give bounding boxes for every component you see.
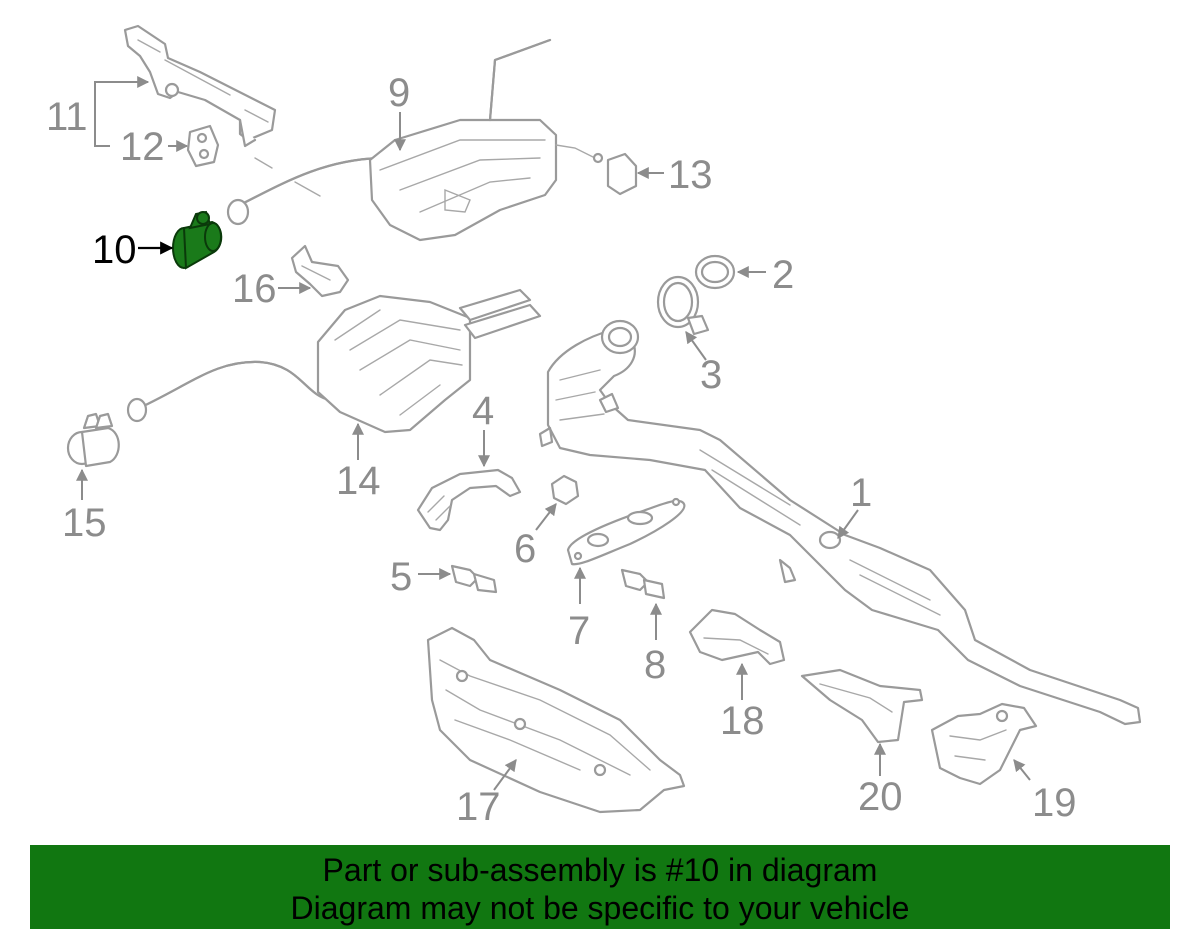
part-2-gasket[interactable]: [694, 254, 736, 290]
label-7: 7: [568, 609, 590, 653]
banner-line-2: Diagram may not be specific to your vehi…: [290, 890, 910, 926]
label-3: 3: [700, 353, 722, 397]
label-11: 11: [46, 95, 88, 139]
label-17: 17: [456, 785, 501, 829]
label-19: 19: [1032, 781, 1077, 825]
part-9-rear-muffler[interactable]: [226, 38, 604, 242]
part-1-front-pipe-converter[interactable]: [538, 319, 1142, 726]
part-7-hanger[interactable]: [566, 497, 686, 566]
part-3-clamp[interactable]: [656, 275, 710, 336]
label-15: 15: [62, 501, 107, 545]
label-14: 14: [336, 459, 381, 503]
exhaust-parts-diagram: 11 12 9 13 10 16 2 3 4 14 15 1 6 5 7 8 1…: [46, 24, 1142, 829]
part-12-rubber-mount[interactable]: [186, 124, 220, 168]
part-6-nut[interactable]: [550, 474, 580, 506]
label-20: 20: [858, 775, 903, 819]
label-18: 18: [720, 699, 765, 743]
part-20-bracket[interactable]: [800, 668, 924, 744]
label-4: 4: [472, 389, 494, 433]
label-10: 10: [92, 228, 137, 272]
label-12: 12: [120, 125, 165, 169]
part-14-center-muffler[interactable]: [126, 288, 542, 434]
label-2: 2: [772, 253, 794, 297]
label-9: 9: [388, 71, 410, 115]
part-5-bolt[interactable]: [450, 564, 498, 594]
part-10-clamp-highlighted[interactable]: [172, 210, 223, 270]
label-6: 6: [514, 527, 536, 571]
part-17-heat-shield[interactable]: [426, 626, 686, 814]
label-1: 1: [850, 471, 872, 515]
part-4-heat-shield[interactable]: [416, 468, 522, 532]
label-5: 5: [390, 555, 412, 599]
part-11-bracket[interactable]: [123, 24, 277, 148]
part-16-bracket[interactable]: [290, 244, 350, 298]
label-13: 13: [668, 153, 713, 197]
label-16: 16: [232, 267, 277, 311]
part-19-bracket[interactable]: [930, 702, 1038, 786]
part-number-labels: 11 12 9 13 10 16 2 3 4 14 15 1 6 5 7 8 1…: [46, 71, 1077, 829]
label-8: 8: [644, 643, 666, 687]
part-18-bracket[interactable]: [688, 608, 786, 666]
part-15-clamp[interactable]: [66, 412, 120, 468]
part-8-bolt[interactable]: [620, 568, 666, 600]
banner-line-1: Part or sub-assembly is #10 in diagram: [322, 852, 878, 888]
part-13-insulator[interactable]: [606, 152, 638, 196]
callouts: [76, 76, 1031, 791]
info-banner: Part or sub-assembly is #10 in diagram D…: [30, 845, 1170, 929]
